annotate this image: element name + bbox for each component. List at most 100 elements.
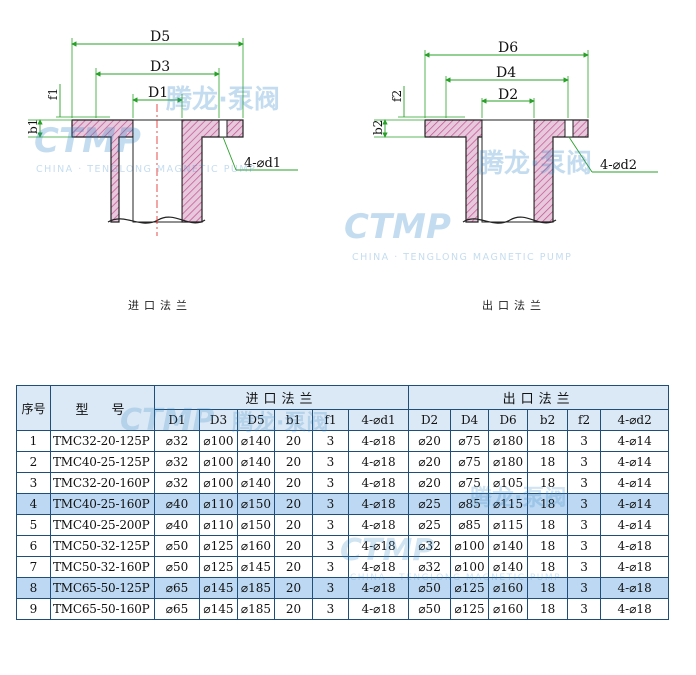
cell-value: ⌀185 [237,577,275,599]
cell-value: 20 [274,577,313,599]
subheader-4d1: 4-⌀d1 [347,409,410,431]
cell-value: 20 [274,535,313,557]
subheader-d5: D5 [237,409,275,431]
cell-value: 3 [312,556,349,578]
cell-value: ⌀125 [450,598,490,620]
cell-value: 18 [527,430,569,452]
cell-model: TMC50-32-160P [50,556,155,578]
outlet-flange-drawing: D6 D4 D2 f2 b2 4-⌀d2 [371,40,658,224]
cell-value: 3 [312,535,349,557]
header-inlet-flange: 进口法兰 [153,385,410,410]
cell-value: 18 [527,577,569,599]
cell-value: 3 [567,535,602,557]
label-outlet-holes: 4-⌀d2 [600,158,637,173]
cell-value: 3 [567,556,602,578]
inlet-flange-drawing: D5 D3 D1 f1 b1 4-⌀d1 [26,29,298,236]
cell-value: 3 [312,577,349,599]
cell-value: 4-⌀18 [600,556,670,578]
cell-value: 4-⌀18 [600,598,670,620]
cell-value: ⌀65 [154,577,200,599]
watermark-cn: 腾龙·泵阀 [166,85,280,115]
label-f2: f2 [390,90,404,102]
cell-value: 18 [527,598,569,620]
watermark-top-right: CTMP 腾龙·泵阀 CHINA · TENGLONG MAGNETIC PUM… [344,149,592,263]
cell-value: ⌀85 [450,514,490,536]
cell-value: ⌀100 [199,451,238,473]
cell-value: ⌀32 [408,535,452,557]
cell-value: ⌀20 [408,430,452,452]
label-d2: D2 [498,87,518,103]
cell-value: ⌀140 [237,430,275,452]
cell-value: 4-⌀18 [600,577,670,599]
cell-model: TMC40-25-125P [50,451,155,473]
cell-value: 4-⌀18 [347,472,410,494]
cell-value: 20 [274,451,313,473]
subheader-b2: b2 [527,409,569,431]
cell-value: ⌀180 [488,430,529,452]
cell-model: TMC32-20-160P [50,472,155,494]
cell-value: ⌀160 [488,577,529,599]
cell-value: 4-⌀18 [347,451,410,473]
cell-value: ⌀50 [154,556,200,578]
cell-seq: 1 [16,430,51,452]
cell-value: 3 [567,577,602,599]
cell-value: 4-⌀18 [347,514,410,536]
outlet-break-line [462,216,557,224]
cell-value: 3 [312,493,349,515]
subheader-d6: D6 [488,409,529,431]
watermark-top-left: CTMP 腾龙·泵阀 CHINA · TENGLONG MAGNETIC PUM… [34,85,280,175]
cell-model: TMC40-25-200P [50,514,155,536]
label-f1: f1 [46,88,60,100]
cell-value: ⌀145 [199,577,238,599]
cell-seq: 4 [16,493,51,515]
cell-value: 20 [274,493,313,515]
inlet-break-line [107,216,206,224]
cell-value: 3 [567,472,602,494]
cell-value: ⌀140 [488,535,529,557]
watermark-logo: CTMP [34,121,141,161]
cell-model: TMC65-50-125P [50,577,155,599]
cell-value: ⌀40 [154,493,200,515]
cell-value: ⌀32 [154,430,200,452]
cell-value: 20 [274,430,313,452]
cell-value: ⌀125 [450,577,490,599]
cell-value: ⌀25 [408,514,452,536]
cell-value: 3 [312,472,349,494]
cell-model: TMC50-32-125P [50,535,155,557]
header-seq: 序号 [16,385,51,431]
cell-value: ⌀110 [199,514,238,536]
cell-value: ⌀25 [408,493,452,515]
cell-value: 3 [312,598,349,620]
cell-value: 4-⌀18 [347,577,410,599]
cell-value: ⌀150 [237,514,275,536]
cell-value: 4-⌀14 [600,472,670,494]
cell-value: 3 [312,430,349,452]
watermark-en: CHINA · TENGLONG MAGNETIC PUMP [352,252,572,263]
flange-drawings: D5 D3 D1 f1 b1 4-⌀d1 D6 [26,29,658,263]
label-d5: D5 [150,29,170,45]
cell-value: 4-⌀14 [600,493,670,515]
cell-value: 20 [274,472,313,494]
cell-value: ⌀160 [488,598,529,620]
cell-value: ⌀75 [450,472,490,494]
label-b1: b1 [26,119,40,134]
cell-value: ⌀185 [237,598,275,620]
cell-seq: 8 [16,577,51,599]
cell-value: 4-⌀18 [347,598,410,620]
cell-value: ⌀65 [154,598,200,620]
cell-value: ⌀50 [408,577,452,599]
cell-value: ⌀140 [237,472,275,494]
cell-value: ⌀32 [408,556,452,578]
cell-model: TMC65-50-160P [50,598,155,620]
cell-value: 18 [527,472,569,494]
cell-value: ⌀50 [154,535,200,557]
cell-value: 4-⌀18 [347,493,410,515]
cell-value: ⌀75 [450,430,490,452]
watermark-en: CHINA · TENGLONG MAGNETIC PUMP [36,164,256,175]
watermark-cn: 腾龙·泵阀 [478,149,592,179]
header-model: 型 号 [50,385,155,431]
